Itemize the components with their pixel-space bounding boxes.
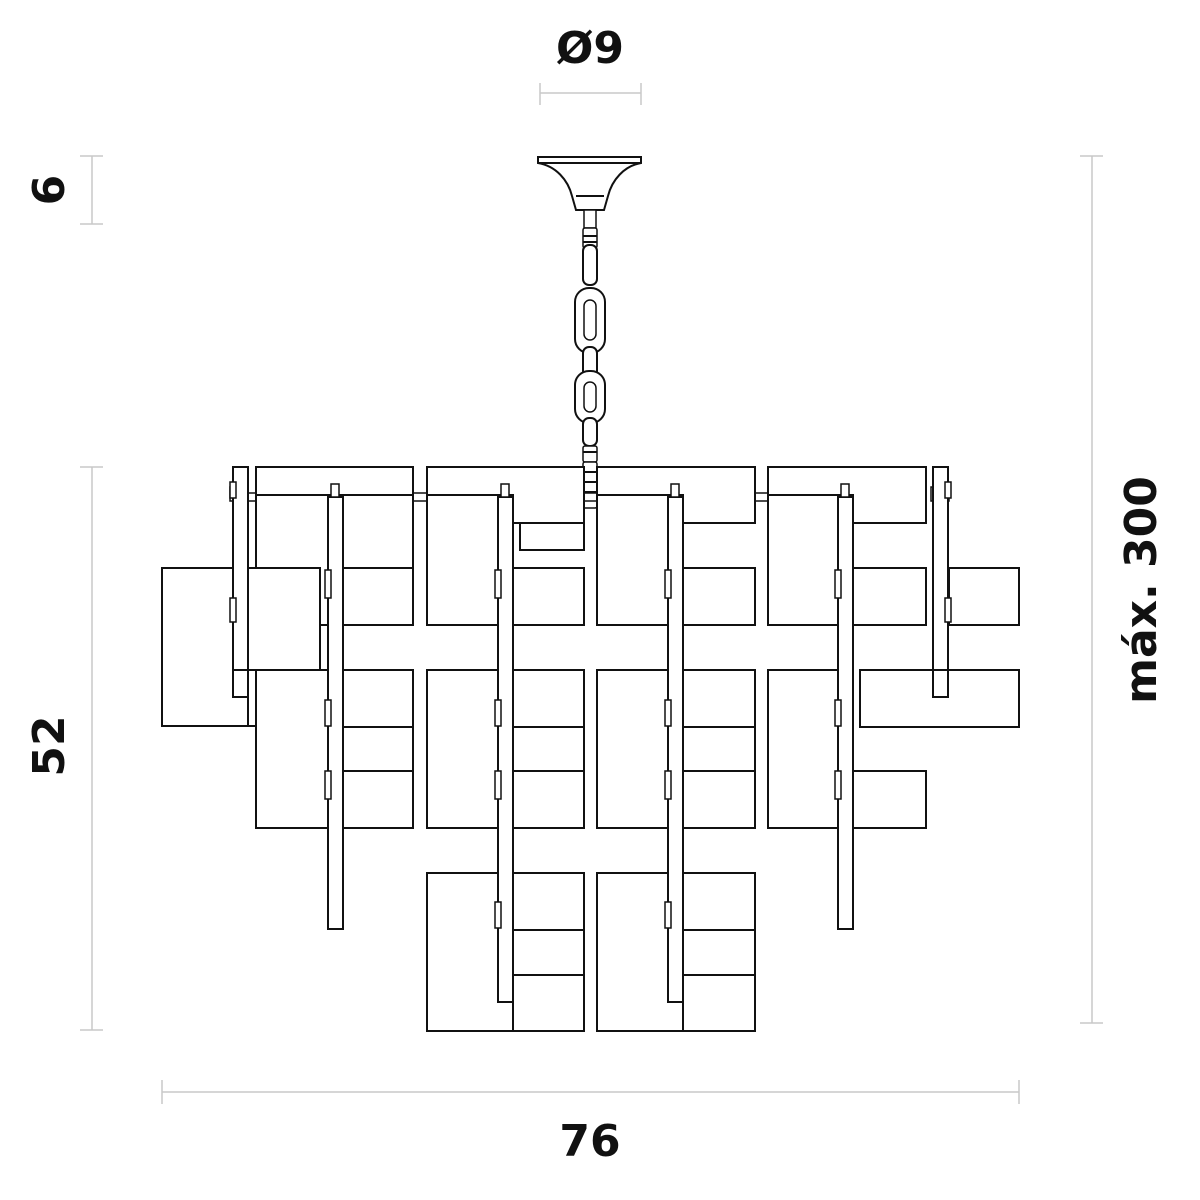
canopy-diameter-label: Ø9 — [556, 23, 624, 74]
dimension-lines — [80, 83, 1103, 1104]
panel-r2-right — [948, 567, 1020, 626]
ceiling-canopy — [537, 156, 642, 229]
body-width-label: 76 — [559, 1116, 620, 1167]
canopy-height-label: 6 — [24, 175, 75, 206]
glass-panels — [161, 466, 1020, 1032]
suspension-chain — [574, 227, 606, 509]
hanging-rods — [229, 466, 952, 1003]
max-height-label: máx. 300 — [1116, 476, 1167, 704]
body-height-label: 52 — [24, 715, 75, 776]
